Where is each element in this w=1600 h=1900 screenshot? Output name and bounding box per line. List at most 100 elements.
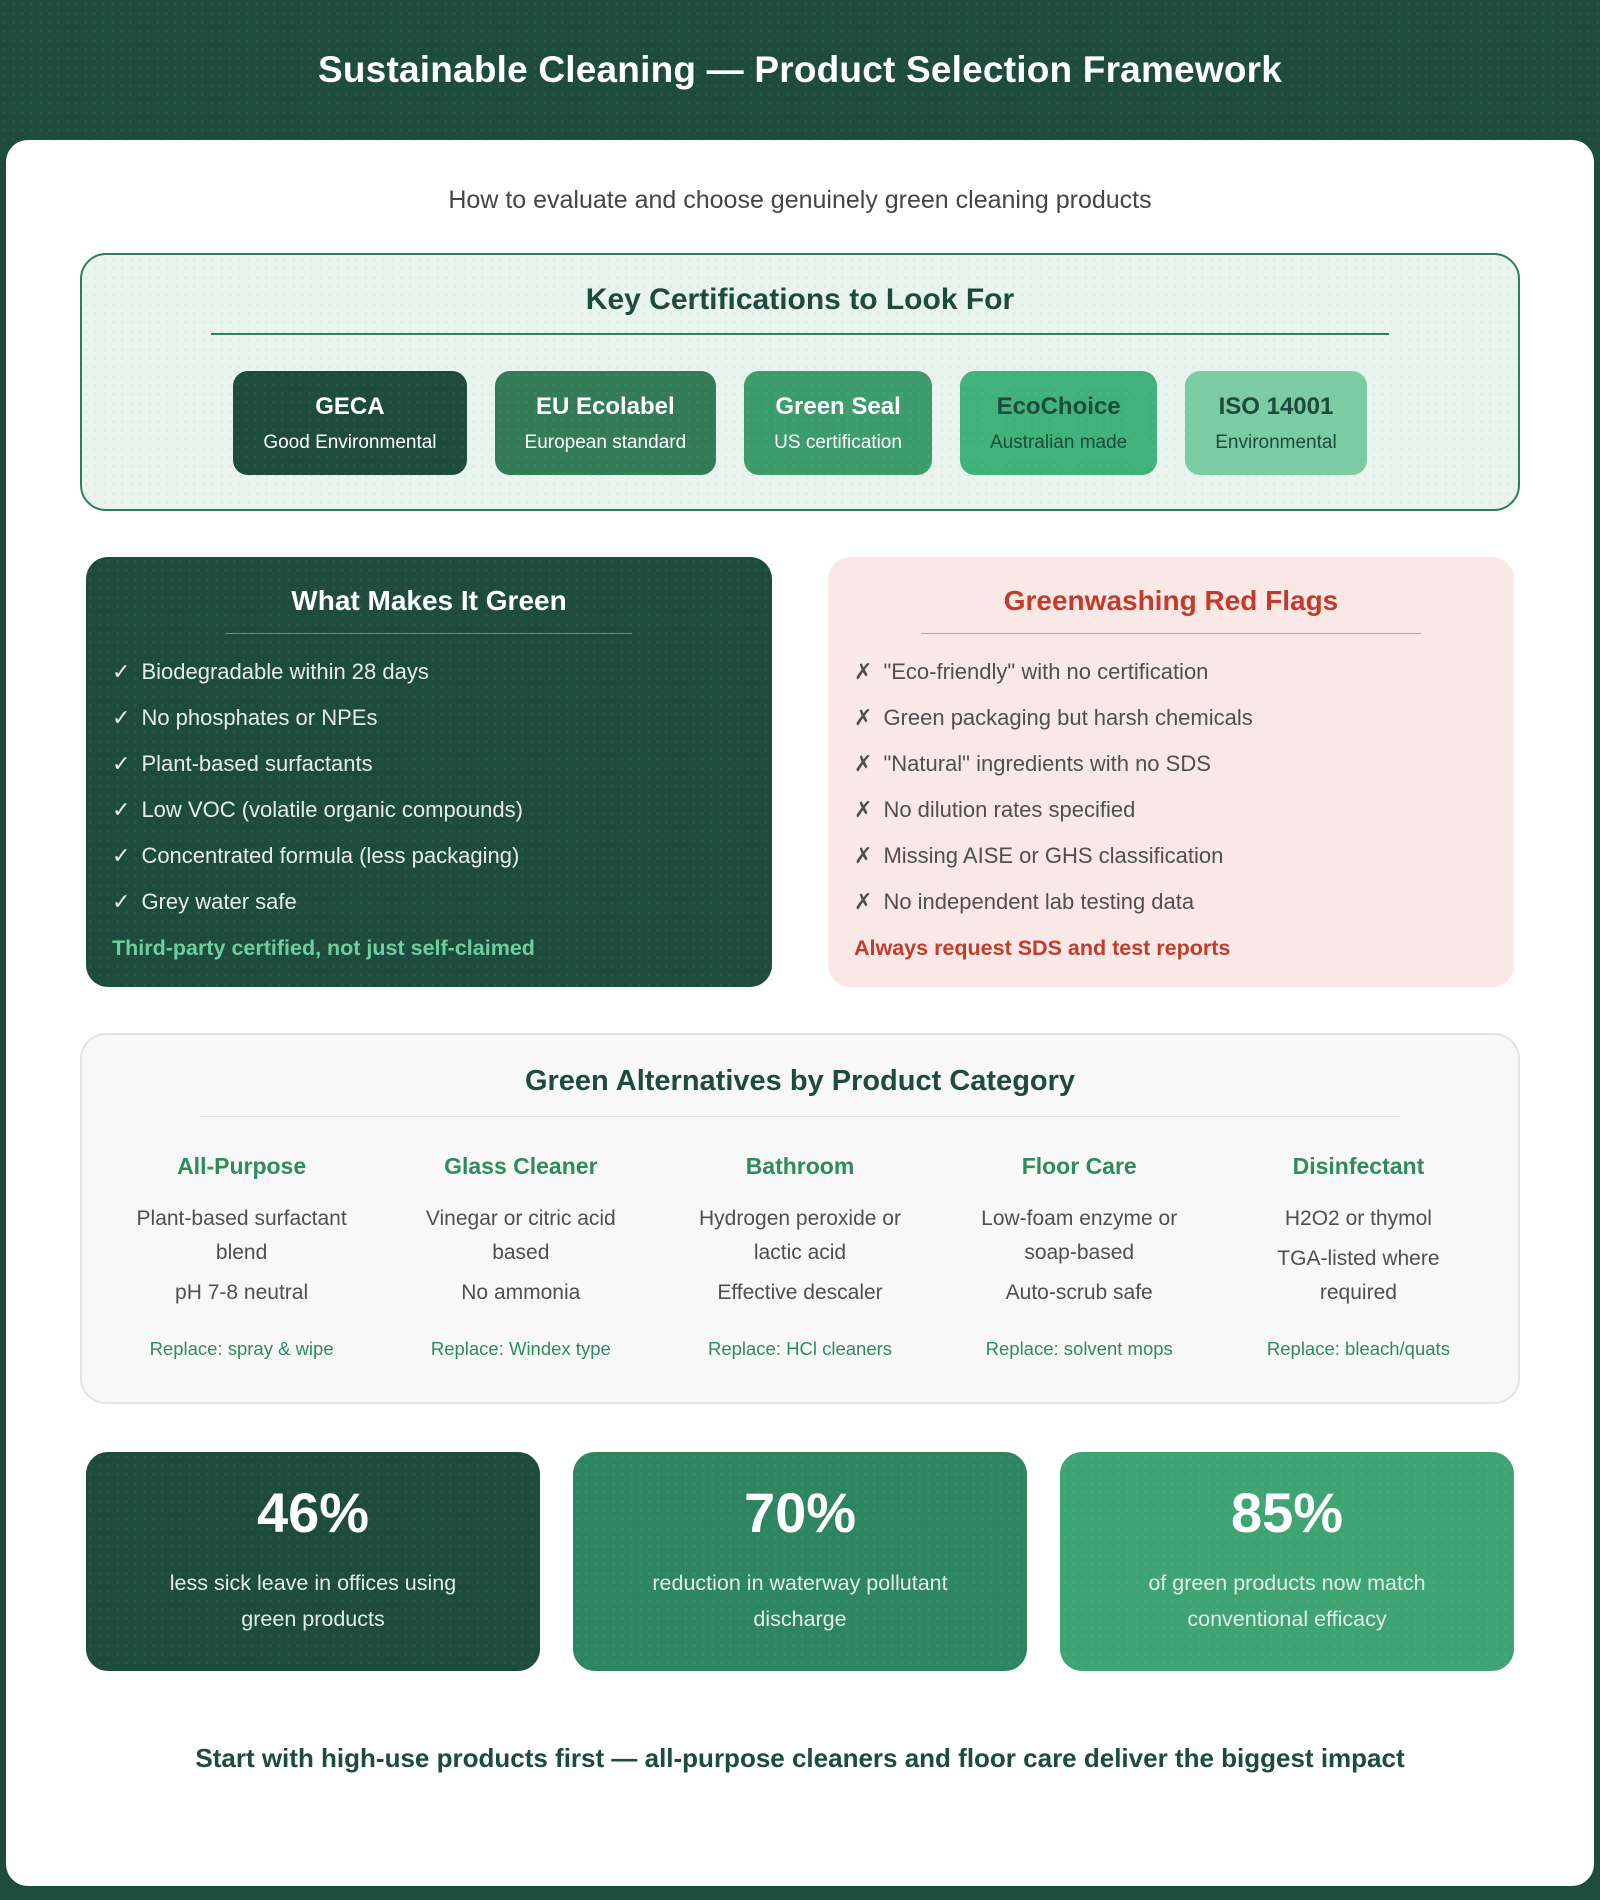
cross-icon: ✗ [854, 889, 873, 914]
red-flags-title: Greenwashing Red Flags [1003, 585, 1339, 616]
stats-row: 46% less sick leave in offices using gre… [86, 1452, 1514, 1671]
category-name: Bathroom [745, 1153, 855, 1179]
category-desc: Effective descaler [717, 1281, 883, 1304]
what-makes-it-green-box: What Makes It Green ✓ Biodegradable with… [86, 557, 772, 987]
certification-card-iso-14001: ISO 14001 Environmental [1185, 371, 1367, 475]
certification-name: EU Ecolabel [535, 392, 675, 420]
green-box-divider [226, 633, 632, 634]
green-criteria-item: ✓ No phosphates or NPEs [112, 706, 746, 730]
check-icon: ✓ [112, 659, 131, 684]
certification-card-geca: GECA Good Environmental [233, 371, 467, 475]
cross-icon: ✗ [854, 797, 873, 822]
certification-card-eu-ecolabel: EU Ecolabel European standard [494, 371, 717, 475]
category-name: Floor Care [1021, 1153, 1137, 1179]
certification-desc: Environmental [1215, 431, 1337, 453]
certification-card-green-seal: Green Seal US certification [744, 371, 932, 475]
alternative-column-all-purpose: All-Purpose Plant-based surfactant blend… [102, 1153, 381, 1360]
category-desc: H2O2 or thymol [1284, 1207, 1432, 1230]
green-criteria-note: Third-party certified, not just self-cla… [112, 936, 535, 960]
certification-name: Green Seal [775, 392, 901, 420]
green-criteria-text: Plant-based surfactants [141, 751, 373, 776]
alternatives-section: Green Alternatives by Product Category A… [80, 1033, 1520, 1404]
category-desc: Auto-scrub safe [1005, 1281, 1153, 1304]
content-panel: How to evaluate and choose genuinely gre… [6, 140, 1594, 1886]
certification-name: EcoChoice [996, 392, 1121, 420]
category-desc: TGA-listed where required [1277, 1247, 1440, 1304]
stat-value: 85% [1230, 1481, 1344, 1544]
green-criteria-text: Low VOC (volatile organic compounds) [141, 797, 523, 822]
green-criteria-text: Grey water safe [141, 889, 297, 914]
green-criteria-item: ✓ Concentrated formula (less packaging) [112, 844, 746, 868]
alternative-column-floor-care: Floor Care Low-foam enzyme or soap-based… [940, 1153, 1219, 1360]
category-desc: No ammonia [461, 1281, 581, 1304]
red-flag-text: Green packaging but harsh chemicals [883, 705, 1253, 730]
check-icon: ✓ [112, 705, 131, 730]
certifications-section: Key Certifications to Look For GECA Good… [80, 253, 1520, 511]
alternatives-title: Green Alternatives by Product Category [524, 1065, 1076, 1097]
green-criteria-text: Concentrated formula (less packaging) [141, 843, 520, 868]
cross-icon: ✗ [854, 843, 873, 868]
category-name: Disinfectant [1292, 1153, 1425, 1179]
greenwashing-red-flags-box: Greenwashing Red Flags ✗ "Eco-friendly" … [828, 557, 1514, 987]
category-replace: Replace: spray & wipe [149, 1338, 334, 1359]
red-flag-item: ✗ "Natural" ingredients with no SDS [854, 752, 1488, 776]
red-flags-note: Always request SDS and test reports [854, 936, 1231, 960]
page-header: Sustainable Cleaning — Product Selection… [0, 0, 1600, 140]
certification-desc: European standard [524, 431, 687, 453]
green-criteria-item: ✓ Plant-based surfactants [112, 752, 746, 776]
certification-name: ISO 14001 [1218, 392, 1334, 420]
red-flag-text: No dilution rates specified [883, 797, 1136, 822]
alternatives-divider [199, 1116, 1401, 1117]
page-subtitle: How to evaluate and choose genuinely gre… [448, 186, 1152, 214]
stat-card-sick-leave: 46% less sick leave in offices using gre… [86, 1452, 540, 1671]
stat-value: 46% [256, 1481, 370, 1544]
green-criteria-text: No phosphates or NPEs [141, 705, 378, 730]
green-criteria-item: ✓ Low VOC (volatile organic compounds) [112, 798, 746, 822]
category-desc: Vinegar or citric acid based [425, 1207, 616, 1264]
page-title: Sustainable Cleaning — Product Selection… [318, 49, 1282, 90]
certifications-divider [211, 333, 1389, 335]
certifications-title: Key Certifications to Look For [585, 283, 1015, 316]
green-criteria-item: ✓ Grey water safe [112, 890, 746, 914]
certification-cards-row: GECA Good Environmental EU Ecolabel Euro… [82, 371, 1518, 475]
certification-desc: Australian made [989, 431, 1128, 453]
green-criteria-item: ✓ Biodegradable within 28 days [112, 660, 746, 684]
certification-name: GECA [315, 392, 385, 420]
red-flag-item: ✗ No independent lab testing data [854, 890, 1488, 914]
category-replace: Replace: solvent mops [985, 1338, 1173, 1359]
certification-desc: US certification [774, 431, 902, 453]
red-flag-text: "Natural" ingredients with no SDS [883, 751, 1211, 776]
red-flag-text: No independent lab testing data [883, 889, 1195, 914]
category-replace: Replace: bleach/quats [1266, 1338, 1450, 1359]
red-box-divider [920, 633, 1422, 634]
green-criteria-text: Biodegradable within 28 days [141, 659, 429, 684]
stat-caption: less sick leave in offices using green p… [169, 1571, 457, 1631]
red-flag-item: ✗ No dilution rates specified [854, 798, 1488, 822]
red-flag-item: ✗ "Eco-friendly" with no certification [854, 660, 1488, 684]
alternatives-columns-row: All-Purpose Plant-based surfactant blend… [102, 1153, 1498, 1360]
cross-icon: ✗ [854, 751, 873, 776]
cross-icon: ✗ [854, 705, 873, 730]
category-name: Glass Cleaner [444, 1153, 598, 1179]
certification-card-ecochoice: EcoChoice Australian made [959, 371, 1158, 475]
stat-card-efficacy: 85% of green products now match conventi… [1060, 1452, 1514, 1671]
category-name: All-Purpose [177, 1153, 307, 1179]
stat-value: 70% [743, 1481, 857, 1544]
certification-desc: Good Environmental [263, 431, 437, 453]
check-icon: ✓ [112, 797, 131, 822]
red-flag-text: "Eco-friendly" with no certification [883, 659, 1209, 684]
check-icon: ✓ [112, 843, 131, 868]
check-icon: ✓ [112, 751, 131, 776]
alternative-column-disinfectant: Disinfectant H2O2 or thymol TGA-listed w… [1219, 1153, 1498, 1360]
stat-caption: reduction in waterway pollutant discharg… [652, 1571, 948, 1631]
alternative-column-bathroom: Bathroom Hydrogen peroxide or lactic aci… [660, 1153, 939, 1360]
call-to-action-text: Start with high-use products first — all… [195, 1743, 1405, 1773]
red-flag-text: Missing AISE or GHS classification [883, 843, 1224, 868]
red-flag-item: ✗ Green packaging but harsh chemicals [854, 706, 1488, 730]
category-desc: Plant-based surfactant blend [136, 1207, 347, 1264]
stat-caption: of green products now match conventional… [1148, 1571, 1426, 1631]
category-desc: Low-foam enzyme or soap-based [981, 1207, 1178, 1264]
stat-card-waterway: 70% reduction in waterway pollutant disc… [573, 1452, 1027, 1671]
alternative-column-glass-cleaner: Glass Cleaner Vinegar or citric acid bas… [381, 1153, 660, 1360]
red-flag-item: ✗ Missing AISE or GHS classification [854, 844, 1488, 868]
